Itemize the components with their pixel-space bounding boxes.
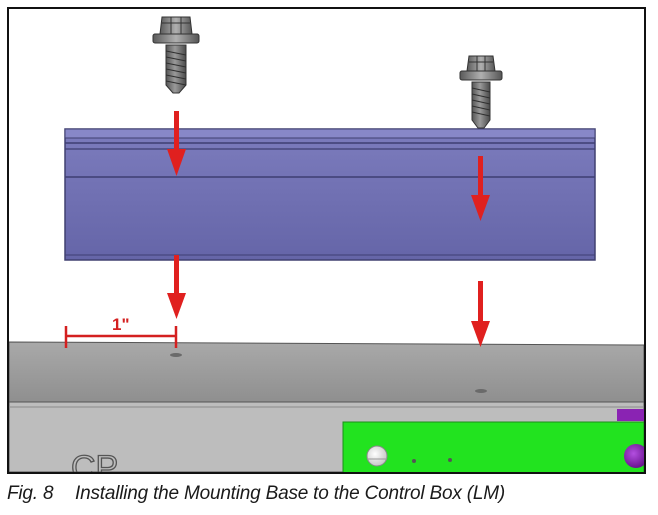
mounting-illustration: CP 1": [9, 16, 644, 472]
figure-caption-text: Installing the Mounting Base to the Cont…: [75, 483, 505, 504]
down-arrow-icon: [471, 281, 490, 347]
circuit-board: [342, 421, 644, 472]
white-knob: [366, 445, 388, 467]
control-box-top: [9, 341, 644, 403]
dimension-indicator: 1": [64, 315, 178, 348]
mounting-bracket: [64, 128, 596, 261]
dimension-label: 1": [112, 315, 130, 334]
partial-label: CP: [71, 449, 118, 472]
figure-caption: Fig. 8 Installing the Mounting Base to th…: [7, 480, 647, 508]
down-arrow-icon: [167, 111, 186, 176]
down-arrow-icon: [167, 255, 186, 319]
figure-frame: CP 1": [7, 7, 646, 474]
figure-number: Fig. 8: [7, 483, 54, 504]
down-arrow-icon: [471, 156, 490, 221]
screw-icon: [459, 55, 503, 129]
purple-connector: [617, 409, 644, 421]
purple-knob: [624, 444, 644, 468]
mounting-hole: [170, 353, 182, 357]
mounting-hole: [475, 389, 487, 393]
screw-icon: [152, 16, 200, 94]
control-box: CP: [9, 341, 644, 472]
